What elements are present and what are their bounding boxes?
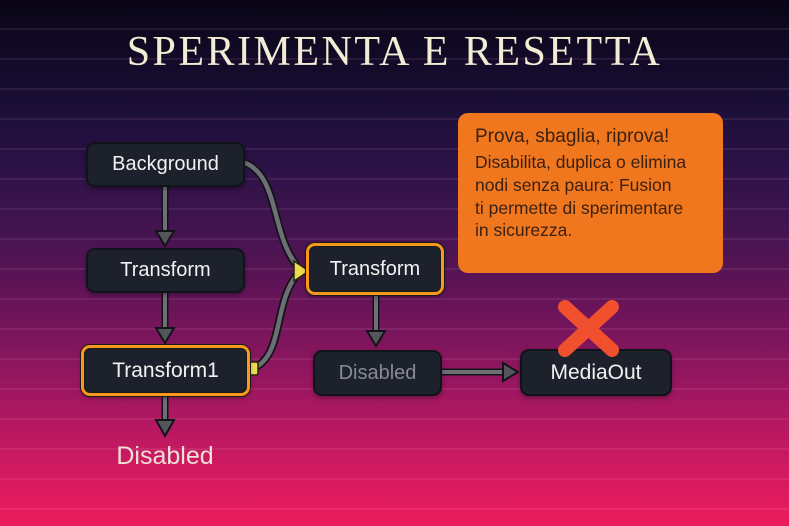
callout-box: Prova, sbaglia, riprova! Disabilita, dup… (458, 113, 723, 273)
node-disabled: Disabled (313, 350, 442, 396)
disabled-caption: Disabled (116, 442, 214, 470)
node-background: Background (86, 142, 245, 187)
node-transform-right: Transform (306, 243, 444, 295)
arrow-transform-transform1 (154, 293, 176, 345)
node-background-label: Background (112, 153, 219, 175)
callout-heading: Prova, sbaglia, riprova! (475, 126, 670, 147)
arrow-disabled-mediaout (442, 361, 520, 383)
wire-transform1-transform-right (252, 272, 300, 371)
page-title: SPERIMENTA E RESETTA (126, 29, 663, 75)
arrow-background-transform (154, 187, 176, 248)
node-transform1-label: Transform1 (112, 358, 219, 382)
node-transform-left-label: Transform (120, 259, 211, 281)
node-transform-left: Transform (86, 248, 245, 293)
arrow-transform1-disabled (154, 396, 176, 439)
arrow-transform-disabled-node (365, 295, 387, 348)
node-transform1: Transform1 (81, 345, 250, 396)
node-mediaout-label: MediaOut (550, 360, 642, 384)
node-transform-right-label: Transform (329, 257, 421, 280)
yellow-input-triangle-icon (293, 259, 311, 283)
callout-body: Disabilita, duplica o elimina nodi senza… (475, 152, 687, 241)
wire-background-transform-right (241, 159, 300, 268)
node-disabled-label: Disabled (338, 361, 417, 384)
node-mediaout: MediaOut (520, 349, 672, 396)
